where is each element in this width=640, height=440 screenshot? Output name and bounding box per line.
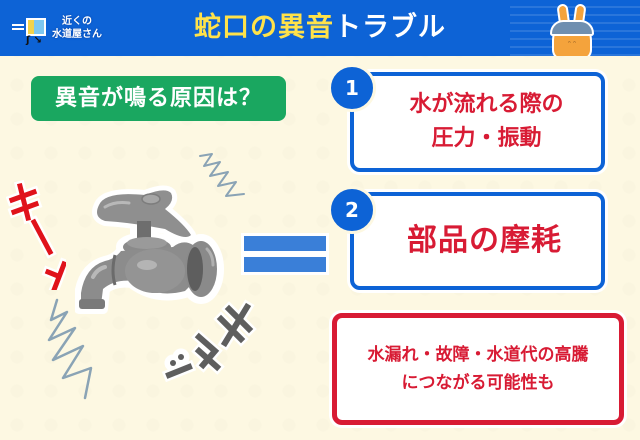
logo-text-line1: 近くの <box>62 16 92 27</box>
equals-bar-bottom <box>241 254 329 275</box>
squiggle-icon <box>199 153 245 197</box>
rabbit-plumber-mascot-icon: ᵔ ᵔ <box>548 3 596 56</box>
cause-1-line2: 圧力・振動 <box>431 126 542 151</box>
number-badge-2: 2 <box>328 186 376 234</box>
logo-text-line2: 水道屋さん <box>52 29 102 40</box>
faucet-icon <box>74 185 240 325</box>
warning-card: 水漏れ・故障・水道代の高騰 につながる可能性も <box>332 313 624 425</box>
warning-line1: 水漏れ・故障・水道代の高騰 <box>367 345 589 365</box>
logo[interactable]: ʃ ↘ 近くの 水道屋さん <box>8 10 128 50</box>
question-label: 異音が鳴る原因は？ <box>31 76 286 121</box>
number-badge-1: 1 <box>328 64 376 112</box>
sound-effect-kiin <box>6 180 66 290</box>
motion-lines-icon <box>12 24 24 32</box>
cause-1-line1: 水が流れる際の <box>409 92 564 117</box>
title-highlight: 蛇口の異音 <box>194 12 334 43</box>
legs-icon: ʃ ↘ <box>26 35 43 46</box>
cause-card-2: 部品の摩耗 <box>350 192 605 290</box>
title-rest: トラブル <box>334 12 446 43</box>
cause-2-text: 部品の摩耗 <box>407 223 562 258</box>
header-banner: ʃ ↘ 近くの 水道屋さん 蛇口の異音トラブル ᵔ ᵔ <box>0 0 640 56</box>
rabbit-face: ᵔ ᵔ <box>567 40 576 48</box>
warning-text: 水漏れ・故障・水道代の高騰 につながる可能性も <box>368 341 589 397</box>
page-title: 蛇口の異音トラブル <box>0 10 640 46</box>
cause-1-text: 水が流れる際の 圧力・振動 <box>409 88 563 156</box>
equals-bar-top <box>241 233 329 254</box>
running-box-mascot-icon <box>26 18 46 36</box>
sound-effect-kyu <box>161 299 257 383</box>
equals-icon <box>240 232 330 275</box>
squiggle-icon <box>47 298 93 400</box>
warning-line2: につながる可能性も <box>401 373 555 393</box>
rabbit-cap <box>550 20 594 36</box>
cause-card-1: 水が流れる際の 圧力・振動 <box>350 72 605 172</box>
